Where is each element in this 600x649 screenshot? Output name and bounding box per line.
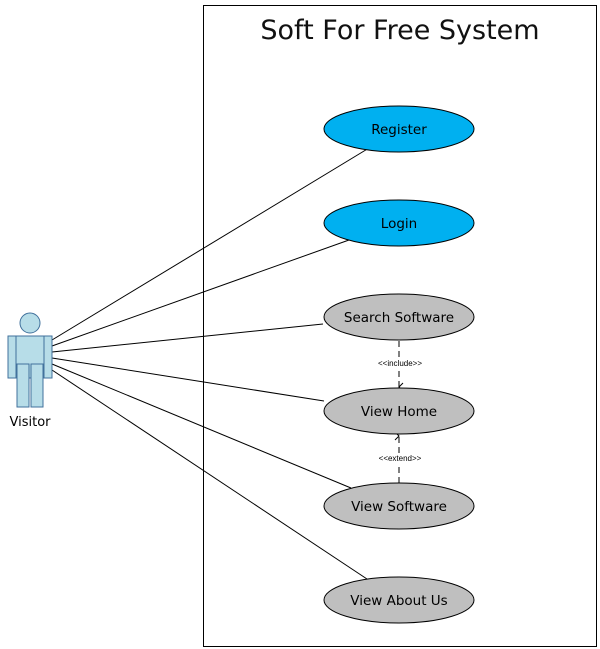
use-case-view-software[interactable]: View Software xyxy=(323,482,475,530)
use-case-label: View Software xyxy=(351,499,447,515)
association-register xyxy=(51,147,370,341)
use-case-label: Search Software xyxy=(344,310,454,326)
use-case-login[interactable]: Login xyxy=(323,199,475,247)
use-case-label: Register xyxy=(371,122,427,138)
use-case-label: View About Us xyxy=(350,593,447,609)
actor-right-arm xyxy=(43,335,53,379)
association-view-software xyxy=(51,363,352,489)
use-case-view-home[interactable]: View Home xyxy=(323,387,475,435)
association-login xyxy=(51,239,350,347)
extend-label: <<extend>> xyxy=(379,454,422,463)
use-case-search-software[interactable]: Search Software xyxy=(323,293,475,341)
system-title: Soft For Free System xyxy=(260,15,539,46)
actor-left-arm xyxy=(7,335,17,379)
association-view-home xyxy=(51,357,325,402)
include-label-bg xyxy=(372,358,428,369)
actor-right-leg xyxy=(30,363,44,408)
use-case-label: Login xyxy=(381,216,417,232)
use-case-view-about-us[interactable]: View About Us xyxy=(323,576,475,624)
use-case-label: View Home xyxy=(361,404,437,420)
actor-visitor[interactable] xyxy=(7,312,53,408)
association-view-about-us xyxy=(51,369,368,580)
extend-label-bg xyxy=(373,453,427,464)
actor-head xyxy=(19,312,41,334)
use-case-register[interactable]: Register xyxy=(323,105,475,153)
association-search-software xyxy=(51,323,324,353)
actor-left-leg xyxy=(16,363,30,408)
actor-label: Visitor xyxy=(10,415,52,430)
include-label: <<include>> xyxy=(378,359,422,368)
